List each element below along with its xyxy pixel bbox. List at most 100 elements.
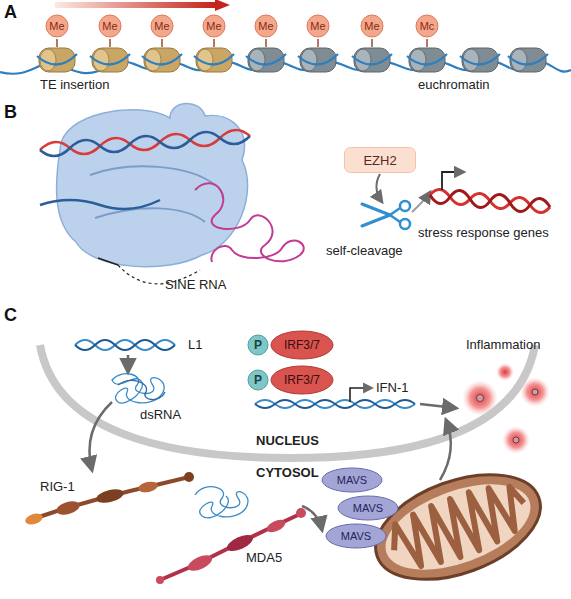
- node-shape: [338, 496, 398, 520]
- methyl-stalk: [213, 39, 215, 47]
- arrow: [127, 355, 130, 372]
- dsrna-tangle: [118, 381, 165, 400]
- panel-letter: C: [4, 305, 17, 326]
- te-nucleosome: [90, 48, 130, 72]
- node-text: Me: [258, 21, 273, 32]
- protein-label: MDA5: [246, 551, 282, 566]
- process-label: self-cleavage: [326, 244, 403, 259]
- node-text: P: [254, 339, 262, 351]
- methyl-stalk: [161, 39, 163, 47]
- process-label: Inflammation: [466, 338, 540, 353]
- l1-strand: [75, 340, 175, 350]
- gene-strand: [430, 189, 550, 212]
- methyl-stalk: [56, 39, 58, 47]
- node-text: P: [254, 374, 262, 386]
- te-nucleosome: [194, 48, 234, 72]
- ribosome-channel: [90, 166, 215, 185]
- rig1-domain: [24, 511, 44, 526]
- mavs-oval: MAVS: [337, 495, 399, 521]
- gradient-arrowhead: [215, 0, 230, 11]
- node-text: Me: [310, 21, 325, 32]
- node-text: Me: [102, 21, 117, 32]
- arrow: [440, 420, 451, 480]
- nucleosome: [508, 48, 548, 72]
- methyl-circle: Me: [306, 14, 330, 38]
- mavs-oval: MAVS: [321, 467, 383, 493]
- node-shape: [322, 468, 382, 492]
- protein-oval: IRF3/7: [270, 365, 334, 395]
- scissors-symbol: [362, 201, 410, 229]
- dsrna-tangle: [195, 487, 248, 518]
- nucleosome: [246, 48, 286, 72]
- methyl-stalk: [265, 39, 267, 47]
- node-text: IRF3/7: [284, 339, 320, 351]
- te-nucleosome: [142, 48, 182, 72]
- node-shape: [416, 15, 438, 37]
- arrow: [376, 174, 382, 202]
- molecule-label: IFN-1: [376, 381, 409, 396]
- rig1-domain: [95, 487, 125, 505]
- mda5-domain: [265, 517, 287, 535]
- nucleosome: [352, 48, 392, 72]
- ribosome-channel: [95, 208, 205, 222]
- node-text: MAVS: [337, 475, 367, 486]
- methyl-circle: Me: [45, 14, 69, 38]
- molecule-label: L1: [188, 338, 202, 353]
- gene-strand: [430, 190, 550, 211]
- methyl-stalk: [426, 39, 428, 47]
- transcription-arrow: [442, 172, 464, 190]
- node-shape: [345, 148, 416, 173]
- node-shape: [307, 15, 329, 37]
- node-shape: [151, 15, 173, 37]
- node-text: MAVS: [353, 503, 383, 514]
- node-text: MAVS: [341, 531, 371, 542]
- node-shape: [203, 15, 225, 37]
- panel-letter: A: [4, 2, 17, 23]
- ifn-gene-strand: [255, 400, 415, 408]
- methyl-circle: Me: [254, 14, 278, 38]
- node-text: Mc: [420, 21, 435, 32]
- phospho-circle: P: [247, 334, 269, 356]
- node-shape: [99, 15, 121, 37]
- ribosome: [57, 103, 248, 266]
- mrna-strand: [40, 200, 160, 209]
- nuclear-envelope: [40, 345, 535, 458]
- arrow: [420, 404, 456, 408]
- region-label: TE insertion: [40, 78, 109, 93]
- methyl-circle: Me: [202, 14, 226, 38]
- sine-rna: [195, 183, 304, 262]
- methyl-circle: Me: [150, 14, 174, 38]
- l1-strand: [75, 340, 175, 350]
- gradient-arrow: [55, 2, 215, 8]
- methyl-circle: Me: [360, 14, 384, 38]
- protein-oval: IRF3/7: [270, 330, 334, 360]
- arrow: [90, 402, 113, 470]
- leader-line: [98, 258, 118, 265]
- enzyme-box: EZH2: [344, 147, 416, 173]
- inflammation-core: [532, 389, 538, 395]
- panel-letter: B: [4, 102, 17, 123]
- transcription-arrow: [350, 388, 372, 402]
- methyl-stalk: [109, 39, 111, 47]
- inflammation-blob: [462, 380, 498, 416]
- te-nucleosome: [37, 48, 77, 72]
- nucleosome: [298, 48, 338, 72]
- node-shape: [255, 15, 277, 37]
- arrow: [302, 506, 322, 530]
- dsrna-tangle: [112, 374, 164, 403]
- inflammation-blob: [502, 426, 530, 454]
- rig1-domain: [137, 480, 159, 494]
- rig1-protein: [30, 478, 185, 520]
- phospho-circle: P: [247, 369, 269, 391]
- ifn-gene-strand: [255, 400, 415, 408]
- methyl-stalk: [317, 39, 319, 47]
- mda5-domain: [296, 508, 306, 518]
- compartment-label: NUCLEUS: [256, 434, 319, 449]
- mda5-protein: [160, 515, 298, 580]
- node-text: Me: [206, 21, 221, 32]
- molecule-label: SINE RNA: [165, 278, 226, 293]
- node-text: Me: [364, 21, 379, 32]
- nucleosome: [460, 48, 500, 72]
- dna-strand: [40, 130, 250, 154]
